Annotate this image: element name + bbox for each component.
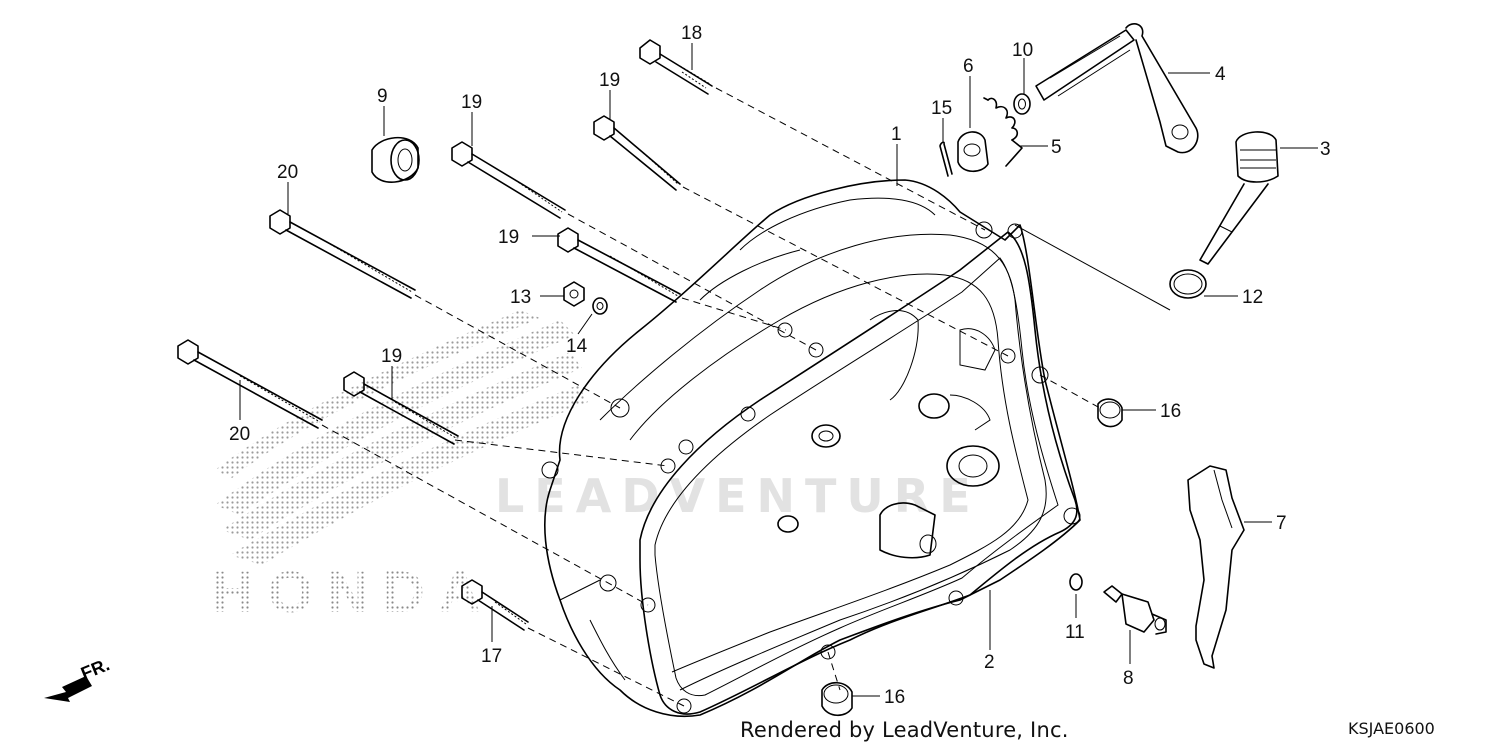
washer-11 (1069, 573, 1083, 591)
callout-7: 7 (1276, 513, 1287, 534)
nut-13 (563, 281, 585, 307)
arm-4 (1035, 23, 1199, 154)
crankcase-cover-part (541, 179, 1081, 718)
callout-3: 3 (1320, 139, 1331, 160)
honda-brand-watermark: HONDA (212, 560, 495, 625)
callout-15: 15 (931, 98, 952, 119)
bolt-17 (461, 579, 529, 631)
callout-11: 11 (1065, 622, 1085, 643)
callout-4: 4 (1215, 64, 1226, 85)
alignment-lines (321, 87, 1171, 707)
callout-8: 8 (1123, 668, 1134, 689)
callout-19-middle: 19 (498, 227, 519, 248)
honda-watermark-text: HONDA (212, 560, 495, 625)
bolt-20-lower (177, 339, 323, 429)
gasket-part (639, 223, 1081, 715)
callout-16-upper: 16 (1160, 401, 1181, 422)
callout-5: 5 (1051, 137, 1062, 158)
honda-wing-watermark (215, 310, 588, 565)
callout-19-top-left: 19 (461, 92, 482, 113)
callout-13: 13 (510, 287, 531, 308)
dipstick-3 (1199, 131, 1279, 265)
o-ring-12 (1169, 269, 1207, 299)
callout-10: 10 (1012, 40, 1033, 61)
washer-10 (1013, 93, 1031, 115)
callout-12: 12 (1242, 287, 1263, 308)
dowel-16-upper (1097, 398, 1123, 428)
bolt-19-top-left (451, 141, 566, 219)
washer-14 (592, 297, 608, 315)
collar-6 (957, 131, 989, 173)
callout-18: 18 (681, 23, 702, 44)
callout-1: 1 (891, 124, 902, 145)
bolt-18 (639, 39, 713, 95)
callout-19-lower: 19 (381, 346, 402, 367)
oil-seal-9 (371, 136, 420, 183)
dowel-16-lower (821, 681, 853, 717)
bolt-20-upper (269, 209, 416, 299)
callout-20-upper: 20 (277, 162, 298, 183)
callout-numbers: 18 4 6 10 9 19 19 15 1 5 3 20 19 13 12 1… (229, 23, 1331, 708)
callout-leaders (239, 43, 1318, 697)
diagram-code-text: KSJAE0600 (1348, 719, 1435, 738)
front-arrow-icon: FR. (44, 654, 112, 702)
front-arrow-label: FR. (78, 654, 112, 683)
bolt-19-lower (343, 371, 459, 445)
callout-19-top-center: 19 (599, 70, 620, 91)
callout-16-lower: 16 (884, 687, 905, 708)
callout-6: 6 (963, 56, 974, 77)
switch-8 (1103, 585, 1167, 635)
callout-20-lower: 20 (229, 424, 250, 445)
plate-7 (1187, 465, 1245, 669)
spring-5 (983, 97, 1023, 167)
callout-2: 2 (984, 652, 995, 673)
callout-14: 14 (566, 336, 588, 357)
render-credit-text: Rendered by LeadVenture, Inc. (740, 718, 1069, 742)
cotter-pin-15 (939, 141, 953, 177)
bolt-19-upper (593, 115, 681, 191)
bolt-19-middle (557, 227, 681, 303)
callout-17: 17 (481, 646, 502, 667)
callout-9: 9 (377, 86, 388, 107)
leadventure-watermark-text: LEADVENTURE (495, 469, 981, 523)
